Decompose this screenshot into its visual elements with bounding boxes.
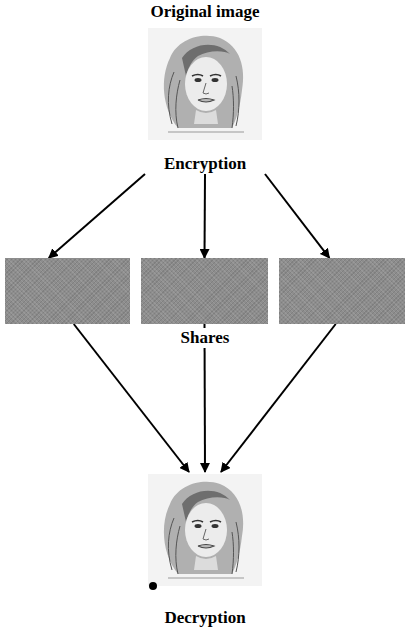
- group-label: Shares: [177, 328, 234, 348]
- original-portrait: [148, 28, 262, 140]
- share-image: [141, 258, 268, 324]
- decrypted-portrait: [148, 474, 262, 592]
- share-image: [5, 258, 130, 324]
- flow-arrow: [265, 174, 329, 258]
- flow-arrow: [74, 324, 189, 472]
- image-panel: Original imageEncryption: [105, 2, 305, 174]
- caption-text: Original image: [150, 2, 259, 22]
- flow-arrow: [221, 324, 336, 472]
- image-panel: Decryption: [105, 472, 305, 628]
- flow-arrow: [204, 174, 207, 258]
- caption-text: Encryption: [164, 154, 246, 174]
- share-image: [279, 258, 405, 324]
- flow-arrow: [49, 174, 145, 258]
- caption-text: Decryption: [164, 608, 245, 628]
